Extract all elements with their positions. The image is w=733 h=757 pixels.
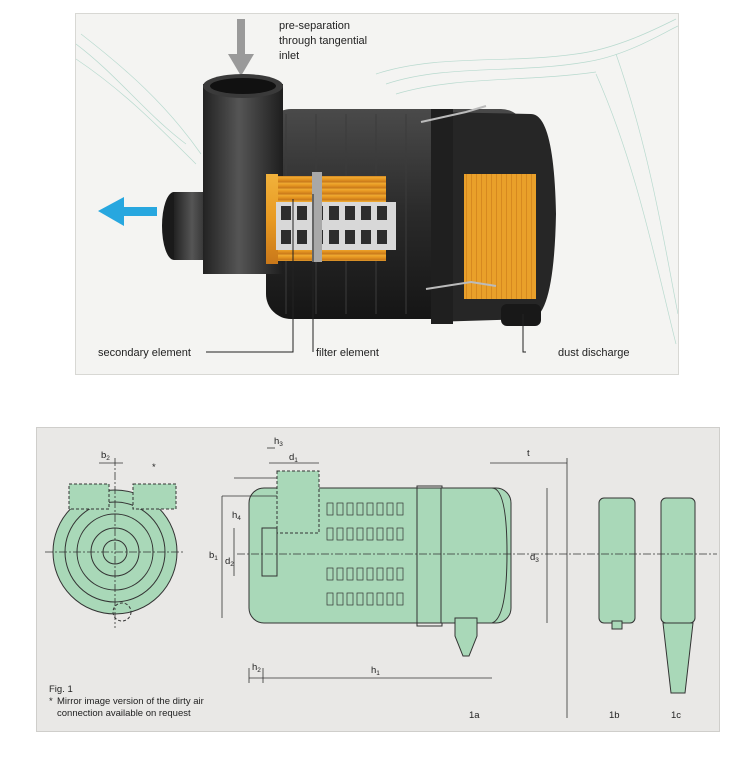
dim-t: t [527, 448, 530, 459]
outlet-arrow-icon [98, 197, 157, 226]
variant-1c: 1c [671, 710, 681, 721]
dim-b1: b1 [209, 550, 218, 562]
air-filter-photo: pre-separation through tangential inlet [76, 18, 678, 359]
label-dust-discharge: dust discharge [558, 347, 630, 359]
dim-h3: h3 [274, 436, 283, 448]
dim-d1: d1 [289, 452, 298, 464]
variant-1b: 1b [609, 710, 620, 721]
dim-h4: h4 [232, 510, 241, 522]
leader-lines [206, 194, 526, 353]
decorative-mesh-waves [76, 18, 678, 345]
dimension-drawing: b2 * h3 d1 h4 b1 d2 t d3 h2 h1 Fig. 1 * … [45, 436, 717, 721]
figure-title: Fig. 1 [49, 684, 73, 695]
dim-h1: h1 [371, 665, 380, 677]
dim-b2: b2 [101, 450, 110, 462]
dim-d2: d2 [225, 556, 234, 568]
product-photo-panel: pre-separation through tangential inlet [75, 13, 679, 375]
dim-h2: h2 [252, 662, 261, 674]
filter-housing [162, 74, 556, 326]
footnote-star: * [49, 696, 53, 707]
variant-1a: 1a [469, 710, 480, 721]
label-filter-element: filter element [316, 347, 379, 359]
label-secondary-element: secondary element [98, 347, 191, 359]
mirror-note-star: * [152, 462, 156, 473]
inlet-arrow-icon [228, 19, 254, 76]
drawing-shapes [52, 470, 696, 694]
perforation-pattern [326, 502, 404, 606]
dimension-lines [45, 447, 717, 718]
dimension-drawing-panel: b2 * h3 d1 h4 b1 d2 t d3 h2 h1 Fig. 1 * … [36, 427, 720, 732]
dim-d3: d3 [530, 552, 539, 564]
footnote-text: Mirror image version of the dirty air co… [57, 696, 206, 719]
inlet-caption: pre-separation through tangential inlet [279, 20, 370, 62]
